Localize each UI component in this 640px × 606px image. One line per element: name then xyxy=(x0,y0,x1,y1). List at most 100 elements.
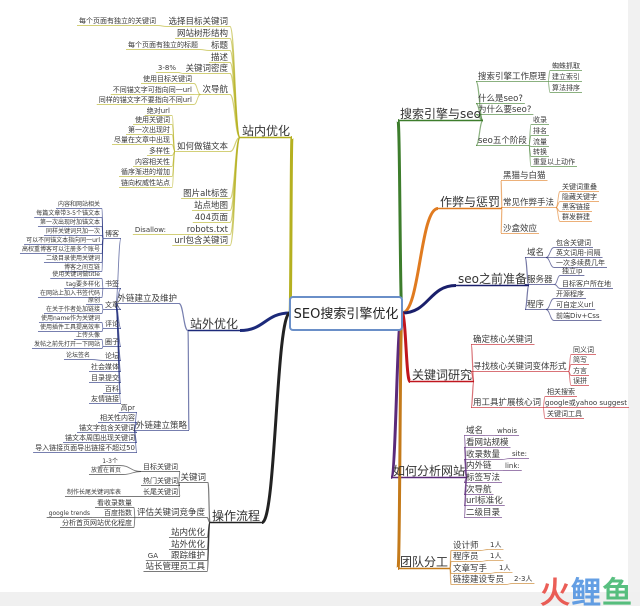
node-label[interactable]: 长尾关键词 xyxy=(143,487,178,496)
node-label[interactable]: 目录提交 xyxy=(91,373,119,382)
branch-label[interactable]: 搜索引擎与seo xyxy=(400,106,481,121)
node-label[interactable]: 404页面 xyxy=(195,213,229,223)
branch-label[interactable]: 站外优化 xyxy=(190,317,238,331)
node-label[interactable]: 站长管理员工具 xyxy=(145,561,205,572)
node-label[interactable]: 3-8% xyxy=(158,64,176,72)
branch-label[interactable]: 团队分工 xyxy=(400,554,448,569)
node-label[interactable]: url包含关键词 xyxy=(174,235,228,246)
node-label[interactable]: google或yahoo suggest xyxy=(545,398,627,407)
node-label[interactable]: 站点地图 xyxy=(194,200,228,211)
node-label[interactable]: seo五个阶段 xyxy=(478,135,527,146)
node-label[interactable]: 次导航 xyxy=(466,484,492,495)
node-label[interactable]: 用工具扩展核心词 xyxy=(473,397,541,408)
node-label[interactable]: 书签 xyxy=(105,279,119,288)
center-node[interactable]: SEO搜索引擎优化 xyxy=(289,296,403,331)
node-label[interactable]: 次导航 xyxy=(202,84,228,95)
node-label[interactable]: 论坛签名 xyxy=(66,351,90,359)
node-label[interactable]: 每个页面有独立的标题 xyxy=(128,40,198,49)
node-label[interactable]: Disallow: xyxy=(135,226,166,234)
node-label[interactable]: 1-3个 xyxy=(102,458,118,465)
node-label[interactable]: 搜索引擎工作原理 xyxy=(478,71,547,82)
branch-label[interactable]: 站内优化 xyxy=(242,124,290,138)
node-label[interactable]: 算法排序 xyxy=(552,83,580,92)
node-label[interactable]: 可自定义url xyxy=(556,300,593,309)
node-label[interactable]: 文章 xyxy=(105,300,119,309)
node-label[interactable]: 循序渐进的增加 xyxy=(121,167,170,176)
node-label[interactable]: 常见作弊手法 xyxy=(503,197,554,208)
node-label[interactable]: 博客 xyxy=(105,229,119,238)
node-label[interactable]: 导入链接页面导出链接不超过50 xyxy=(35,443,135,452)
node-label[interactable]: 论坛 xyxy=(105,351,119,360)
branch-label[interactable]: 如何分析网站 xyxy=(393,463,465,478)
node-label[interactable]: 关键词工具 xyxy=(547,409,582,418)
node-label[interactable]: 二级目录 xyxy=(466,507,501,518)
node-label[interactable]: 同义词 xyxy=(573,346,594,354)
branch-label[interactable]: seo之前准备 xyxy=(458,271,527,286)
node-label[interactable]: 放置在首页 xyxy=(91,466,121,474)
node-label[interactable]: google trends xyxy=(49,510,90,517)
node-label[interactable]: 链接建设专员 xyxy=(453,574,504,585)
node-label[interactable]: robots.txt xyxy=(187,225,229,235)
node-label[interactable]: 沙盒效应 xyxy=(503,223,538,234)
node-label[interactable]: 每篇文章带3-5个锚文本 xyxy=(36,209,100,217)
node-label[interactable]: 网站树形结构 xyxy=(177,28,228,39)
node-label[interactable]: 域名 xyxy=(527,247,544,258)
node-label[interactable]: link: xyxy=(505,462,520,470)
node-label[interactable]: 第一次出现时加锚文本 xyxy=(40,218,100,226)
node-label[interactable]: 锚文字包含关键词 xyxy=(79,423,135,432)
node-label[interactable]: 外链建立策略 xyxy=(136,420,188,431)
node-label[interactable]: 尽量在文章中出现 xyxy=(114,135,170,144)
node-label[interactable]: 方言 xyxy=(573,366,587,375)
node-label[interactable]: 分析首页网站优化程度 xyxy=(62,518,132,527)
node-label[interactable]: 排名 xyxy=(533,126,547,135)
node-label[interactable]: 隐藏关键字 xyxy=(562,192,597,201)
node-label[interactable]: 同样关键词只加一次 xyxy=(46,227,100,235)
node-label[interactable]: 一次多续费几年 xyxy=(556,258,605,267)
node-label[interactable]: 标题 xyxy=(211,40,229,51)
node-label[interactable]: 使用关键词做title xyxy=(52,270,100,278)
node-label[interactable]: 在网站上加入书签代码 xyxy=(40,289,100,297)
node-label[interactable]: 标签写法 xyxy=(466,472,500,483)
node-label[interactable]: 关键词密度 xyxy=(185,63,228,74)
node-label[interactable]: 黑猫与白猫 xyxy=(503,170,546,181)
node-label[interactable]: 使用name作为关键词 xyxy=(41,314,100,322)
node-label[interactable]: 开源程序 xyxy=(556,289,584,298)
node-label[interactable]: 1人 xyxy=(499,564,510,572)
node-label[interactable]: 链向权威性站点 xyxy=(121,178,170,187)
node-label[interactable]: 社会媒体 xyxy=(91,362,119,371)
node-label[interactable]: 不同锚文字可指向同一url xyxy=(113,85,192,94)
node-label[interactable]: 第一次出现时 xyxy=(128,125,170,134)
branch-label[interactable]: 作弊与惩罚 xyxy=(440,194,500,209)
node-label[interactable]: 跟踪维护 xyxy=(171,550,205,561)
node-label[interactable]: 设计师 xyxy=(453,540,479,551)
node-label[interactable]: 博客之间互链 xyxy=(64,263,100,271)
node-label[interactable]: 原创 xyxy=(88,296,100,304)
node-label[interactable]: 重复以上动作 xyxy=(533,157,575,166)
node-label[interactable]: url标准化 xyxy=(466,495,503,506)
node-label[interactable]: 服务器 xyxy=(527,274,553,285)
node-label[interactable]: 在关于作者处加链接 xyxy=(46,305,100,313)
node-label[interactable]: 确定核心关键词 xyxy=(473,334,533,345)
node-label[interactable]: 使用关键词 xyxy=(135,115,170,124)
node-label[interactable]: 圈子 xyxy=(105,338,119,346)
node-label[interactable]: 收录数量 xyxy=(466,449,501,460)
node-label[interactable]: 评估关键词竞争度 xyxy=(137,507,206,518)
node-label[interactable]: 程序 xyxy=(527,299,545,310)
node-label[interactable]: 英文词用-间隔 xyxy=(556,248,601,257)
node-label[interactable]: 友情链接 xyxy=(91,394,119,403)
node-label[interactable]: 锚文本周围出现关键词 xyxy=(65,433,135,442)
node-label[interactable]: 前端Div+Css xyxy=(556,311,600,320)
node-label[interactable]: 域名 xyxy=(466,425,483,436)
node-label[interactable]: 二级目录使用关键词 xyxy=(46,254,100,262)
node-label[interactable]: 关键词重叠 xyxy=(562,182,597,191)
node-label[interactable]: 黑客链接 xyxy=(562,202,590,211)
node-label[interactable]: 目标关键词 xyxy=(143,462,178,471)
node-label[interactable]: 目标客户所在地 xyxy=(562,279,611,288)
node-label[interactable]: 转换 xyxy=(533,147,547,156)
node-label[interactable]: 站内优化 xyxy=(171,527,206,538)
node-label[interactable]: 百度指数 xyxy=(104,508,132,517)
node-label[interactable]: 使用插件工具提高效率 xyxy=(40,323,100,331)
node-label[interactable]: 内容和网站相关 xyxy=(58,200,100,208)
node-label[interactable]: site: xyxy=(512,450,527,458)
node-label[interactable]: 程序员 xyxy=(453,551,479,562)
